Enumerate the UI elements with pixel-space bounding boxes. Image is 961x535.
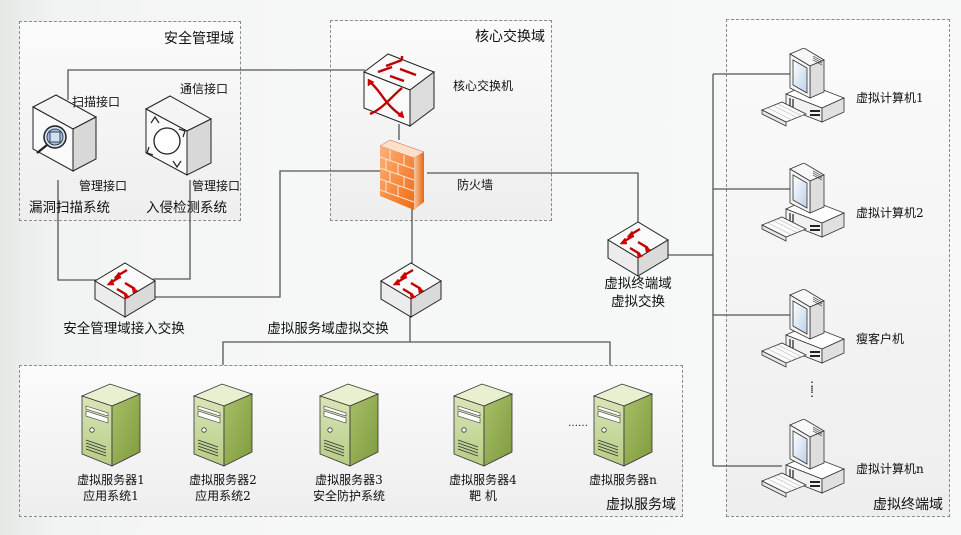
intrusion-detection-icon[interactable]	[143, 93, 215, 183]
server-name: 虚拟服务器3	[315, 473, 383, 487]
zone-core-switch: 核心交换域	[330, 20, 552, 221]
computer-icon[interactable]	[756, 419, 848, 501]
terminal-switch-icon[interactable]	[607, 221, 669, 277]
server-role: 应用系统1	[83, 489, 139, 503]
zone-title: 安全管理域	[164, 31, 234, 47]
ids-label: 入侵检测系统	[146, 200, 227, 216]
terminal-name: 虚拟计算机2	[856, 206, 924, 220]
servers-ellipsis: ……	[568, 418, 588, 429]
terminal-name: 瘦客户机	[856, 332, 905, 346]
scanner-mgmt-port-label: 管理接口	[79, 179, 128, 193]
server-icon[interactable]	[80, 382, 142, 470]
server-icon[interactable]	[452, 382, 514, 470]
service-switch-icon[interactable]	[380, 262, 442, 318]
server-name: 虚拟服务器n	[589, 473, 657, 487]
terminal-switch-label-line1: 虚拟终端域	[604, 276, 672, 292]
server-name: 虚拟服务器4	[449, 473, 517, 487]
server-name: 虚拟服务器1	[77, 473, 145, 487]
service-switch-label: 虚拟服务域虚拟交换	[267, 321, 389, 337]
terminals-ellipsis: ⋮⋮	[806, 379, 818, 399]
scan-port-label: 扫描接口	[72, 95, 121, 109]
link-firewall-to-terminal-switch	[427, 172, 639, 222]
link-scanner-mgmt	[57, 180, 100, 281]
terminal-name: 虚拟计算机n	[856, 462, 924, 476]
computer-icon[interactable]	[756, 163, 848, 245]
server-role: 应用系统2	[195, 489, 251, 503]
terminal-switch-label-line2: 虚拟交换	[611, 294, 665, 310]
link-ids-mgmt	[153, 180, 191, 280]
server-icon[interactable]	[318, 382, 380, 470]
firewall-icon[interactable]	[378, 138, 428, 212]
access-switch-icon[interactable]	[94, 262, 156, 318]
vuln-scanner-label: 漏洞扫描系统	[29, 200, 110, 216]
link-scanner-to-core	[67, 69, 365, 100]
server-icon[interactable]	[192, 382, 254, 470]
server-name: 虚拟服务器2	[189, 473, 257, 487]
zone-title: 核心交换域	[475, 29, 545, 45]
firewall-label: 防火墙	[457, 178, 494, 192]
comm-port-label: 通信接口	[180, 82, 229, 96]
zone-title: 虚拟终端域	[873, 497, 943, 513]
vulnerability-scanner-icon[interactable]	[30, 93, 100, 178]
computer-icon[interactable]	[756, 48, 848, 130]
terminal-name: 虚拟计算机1	[856, 91, 924, 105]
zone-title: 虚拟服务域	[606, 497, 676, 513]
service-bus	[222, 341, 611, 365]
computer-icon[interactable]	[756, 289, 848, 371]
core-switch-label: 核心交换机	[453, 79, 514, 93]
server-role: 靶 机	[469, 489, 497, 503]
server-role: 安全防护系统	[312, 489, 386, 503]
server-icon[interactable]	[592, 382, 654, 470]
core-switch-icon[interactable]	[362, 52, 436, 128]
link-access-to-firewall	[153, 170, 380, 298]
ids-mgmt-port-label: 管理接口	[192, 179, 241, 193]
access-switch-label: 安全管理域接入交换	[63, 321, 185, 337]
